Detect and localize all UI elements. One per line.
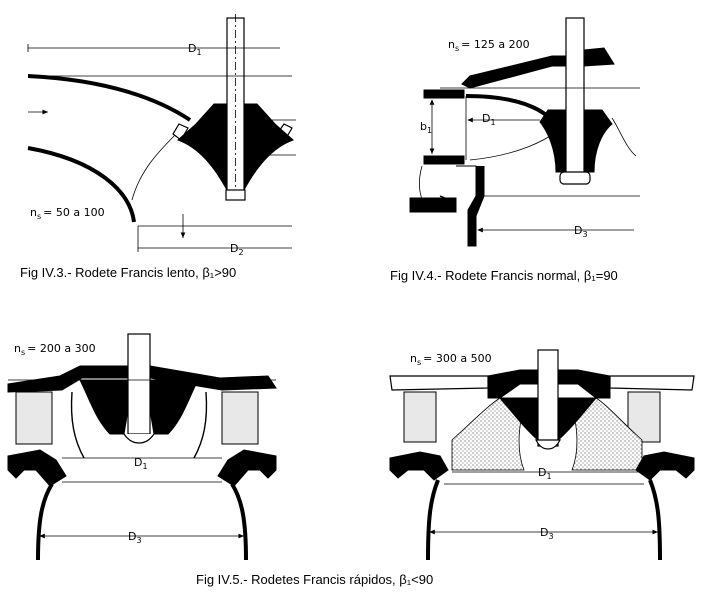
fig4-d3-label: D3	[574, 224, 588, 239]
fig5-left-stay-vane-left	[15, 391, 53, 445]
fig5-right-shaft	[537, 349, 559, 447]
fig4-hub-nut	[559, 171, 591, 185]
fig4-runner-drawing	[409, 17, 640, 247]
fig4-caption: Fig IV.4.- Rodete Francis normal, β₁=90	[390, 268, 618, 283]
fig3-runner-drawing	[27, 14, 296, 252]
fig4-distributor-top	[423, 89, 465, 99]
fig5-right-draft-left	[426, 479, 440, 561]
fig3-hub-right	[243, 103, 294, 191]
fig5-right-hub-nut	[535, 439, 561, 450]
fig5-right-ring-right	[635, 451, 695, 481]
fig4-ns-label: ns= 125 a 200	[448, 38, 530, 53]
fig5-left-ring-left	[7, 449, 67, 487]
fig5-left-hub-nut	[123, 433, 155, 444]
fig3-caption: Fig IV.3.- Rodete Francis lento, β₁>90	[20, 265, 236, 280]
fig5-right-ring-left	[389, 451, 449, 481]
fig5-right-cover-right	[557, 369, 611, 399]
fig5-caption: Fig IV.5.- Rodetes Francis rápidos, β₁<9…	[196, 572, 433, 587]
fig5-right-draft-right	[648, 479, 662, 561]
fig5-left-blade-right	[149, 379, 199, 435]
fig4-b1-label: b1	[420, 120, 432, 135]
fig5-right-cover-left	[487, 369, 539, 399]
fig5-left-draft-right	[230, 482, 248, 561]
fig5-right-d3-label: D3	[540, 526, 554, 541]
fig5-left-d1-label: D1	[134, 456, 148, 471]
fig5-left-ns-label: ns= 200 a 300	[14, 342, 96, 357]
fig5-left-blade-left	[79, 379, 129, 435]
fig4-d1-label: D1	[482, 112, 496, 127]
fig5-right-d1-label: D1	[538, 466, 552, 481]
fig3-hub-nut	[225, 189, 246, 201]
fig5-left-ring-right	[217, 449, 277, 487]
fig4-distributor-bottom	[423, 155, 465, 165]
fig3-ns-label: ns= 50 a 100	[30, 206, 105, 221]
fig5-left-stay-vane-right	[221, 391, 259, 445]
fig3-d2-label: D2	[230, 242, 244, 257]
fig4-shaft	[565, 17, 585, 179]
fig5-right-ns-label: ns= 300 a 500	[410, 352, 492, 367]
fig5-left-shaft	[127, 333, 151, 435]
fig5-left-draft-left	[36, 482, 54, 561]
fig5-left-cover-left	[7, 365, 129, 393]
fig5-right-runner-drawing	[389, 349, 695, 561]
fig4-discharge-ring	[456, 165, 485, 247]
fig4-hub-right	[583, 109, 613, 173]
fig5-left-runner-drawing	[7, 333, 277, 561]
fig4-cover	[461, 55, 567, 89]
fig5-left-d3-label: D3	[128, 530, 142, 545]
fig5-left-cover-right	[149, 365, 277, 391]
fig3-lower-band	[27, 146, 136, 223]
fig4-hub-left	[539, 109, 567, 173]
fig5-right-stay-vane-left	[403, 391, 437, 443]
fig3-d1-label: D1	[188, 42, 202, 57]
fig3-crown-band	[27, 74, 192, 122]
